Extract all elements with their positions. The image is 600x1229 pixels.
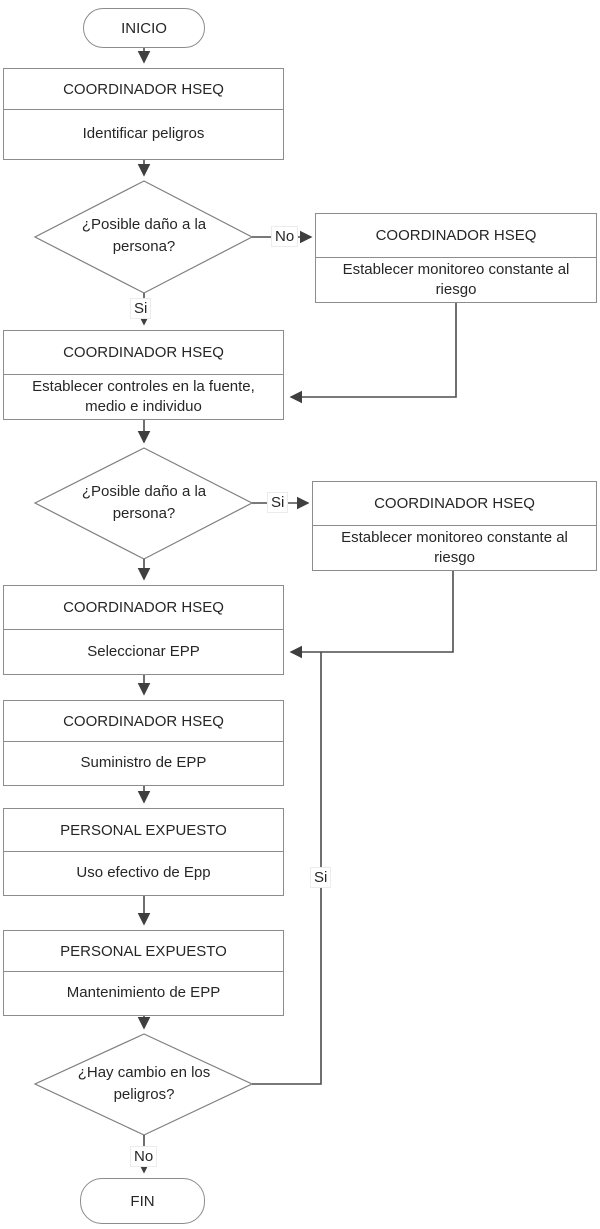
edge-label-no-2: No bbox=[130, 1146, 158, 1167]
edge-label-si-1: Si bbox=[130, 298, 152, 319]
terminal-start-label: INICIO bbox=[121, 19, 167, 37]
process-role-label: COORDINADOR HSEQ bbox=[4, 69, 283, 110]
process-action-label: Uso efectivo de Epp bbox=[76, 864, 211, 882]
edge-label-si-2: Si bbox=[267, 492, 289, 513]
decision-dano2-question: ¿Posible daño a la persona? bbox=[81, 483, 207, 522]
process-role-label: COORDINADOR HSEQ bbox=[4, 331, 283, 375]
process-action-label: Suministro de EPP bbox=[80, 754, 207, 772]
process-uso-efectivo-epp: PERSONAL EXPUESTO Uso efectivo de Epp bbox=[3, 808, 284, 896]
process-action-label: Establecer monitoreo constante al riesgo bbox=[341, 529, 568, 567]
process-identificar-peligros: COORDINADOR HSEQ Identificar peligros bbox=[3, 68, 284, 160]
process-mantenimiento-epp: PERSONAL EXPUESTO Mantenimiento de EPP bbox=[3, 930, 284, 1016]
process-action-label: Identificar peligros bbox=[82, 125, 205, 143]
process-action-label: Establecer monitoreo constante al riesgo bbox=[342, 261, 570, 299]
process-action-label: Mantenimiento de EPP bbox=[66, 984, 221, 1002]
terminal-end-label: FIN bbox=[130, 1192, 155, 1210]
process-seleccionar-epp: COORDINADOR HSEQ Seleccionar EPP bbox=[3, 585, 284, 675]
edge-label-no-1: No bbox=[271, 226, 299, 247]
edge-label-si-feedback: Si bbox=[310, 867, 332, 888]
decision-cambio-question: ¿Hay cambio en los peligros? bbox=[77, 1064, 211, 1103]
terminal-end: FIN bbox=[80, 1178, 205, 1224]
process-establecer-controles: COORDINADOR HSEQ Establecer controles en… bbox=[3, 330, 284, 420]
process-role-label: PERSONAL EXPUESTO bbox=[4, 809, 283, 852]
connector-monitoreo2-seleccionar bbox=[289, 571, 454, 659]
process-role-label: COORDINADOR HSEQ bbox=[4, 586, 283, 630]
connector-cambio-si-feedback bbox=[252, 652, 322, 1085]
connector-monitoreo1-controles bbox=[289, 303, 457, 404]
decision-dano1-question: ¿Posible daño a la persona? bbox=[81, 216, 207, 255]
process-suministro-epp: COORDINADOR HSEQ Suministro de EPP bbox=[3, 700, 284, 786]
terminal-start: INICIO bbox=[83, 8, 205, 48]
process-role-label: COORDINADOR HSEQ bbox=[313, 482, 596, 526]
process-role-label: PERSONAL EXPUESTO bbox=[4, 931, 283, 972]
process-action-label: Seleccionar EPP bbox=[87, 642, 200, 660]
process-role-label: COORDINADOR HSEQ bbox=[4, 701, 283, 742]
process-action-label: Establecer controles en la fuente, medio… bbox=[32, 378, 255, 416]
process-monitoreo-2: COORDINADOR HSEQ Establecer monitoreo co… bbox=[312, 481, 597, 571]
process-monitoreo-1: COORDINADOR HSEQ Establecer monitoreo co… bbox=[315, 213, 597, 303]
process-role-label: COORDINADOR HSEQ bbox=[316, 214, 596, 258]
